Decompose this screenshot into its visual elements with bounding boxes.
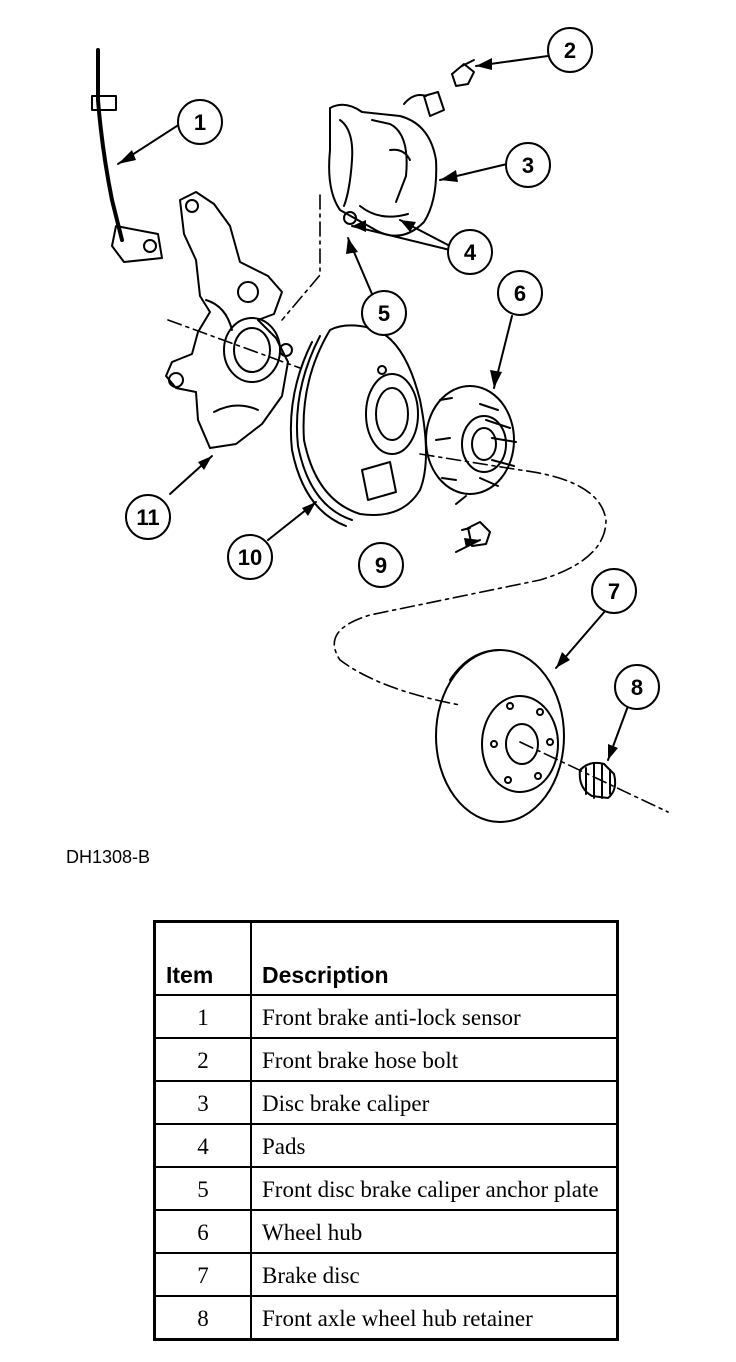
callout-circle-8: [614, 664, 660, 710]
hose-fitting-part: [403, 91, 445, 117]
callout-circle-10: [227, 534, 273, 580]
table-row: 6 Wheel hub: [153, 1209, 619, 1254]
row-item: 4: [153, 1123, 252, 1168]
callout-6: 6: [514, 281, 526, 306]
row-description: Front axle wheel hub retainer: [250, 1295, 619, 1341]
callout-2: 2: [564, 38, 576, 63]
row-item: 6: [153, 1209, 252, 1254]
callout-bubbles: [125, 27, 660, 710]
wheel-hub-part: [425, 385, 517, 505]
row-item: 5: [153, 1166, 252, 1211]
table-header-row: Item Description: [153, 920, 619, 996]
row-item: 8: [153, 1295, 252, 1341]
callout-4: 4: [464, 240, 477, 265]
figure-code: DH1308-B: [66, 847, 151, 867]
hose-bolt-part: [451, 59, 475, 87]
brake-disc-part: [435, 649, 565, 823]
table-row: 4 Pads: [153, 1123, 619, 1168]
row-description: Pads: [250, 1123, 619, 1168]
callout-11: 11: [136, 505, 159, 530]
callout-3: 3: [522, 153, 534, 178]
callout-circle-11: [125, 494, 171, 540]
callout-arrowheads: [118, 58, 618, 760]
table-row: 8 Front axle wheel hub retainer: [153, 1295, 619, 1341]
callout-10: 10: [238, 545, 262, 570]
callout-7: 7: [608, 579, 620, 604]
hub-retainer-part: [578, 761, 617, 799]
callout-circle-4: [447, 229, 493, 275]
callout-1: 1: [194, 110, 206, 135]
table-row: 1 Front brake anti-lock sensor: [153, 994, 619, 1039]
callout-5: 5: [378, 301, 390, 326]
row-description: Wheel hub: [250, 1209, 619, 1254]
callout-leaders: [117, 55, 629, 761]
row-description: Front disc brake caliper anchor plate: [250, 1166, 619, 1211]
caliper-part: [328, 103, 438, 237]
row-description: Front brake hose bolt: [250, 1037, 619, 1082]
callout-8: 8: [631, 675, 643, 700]
callout-circle-6: [497, 270, 543, 316]
row-item: 1: [153, 994, 252, 1039]
row-item: 7: [153, 1252, 252, 1297]
header-description: Description: [250, 920, 619, 996]
callout-circle-7: [591, 568, 637, 614]
table-row: 7 Brake disc: [153, 1252, 619, 1297]
assembly-centerline: [167, 194, 669, 813]
table-row: 2 Front brake hose bolt: [153, 1037, 619, 1082]
table-row: 3 Disc brake caliper: [153, 1080, 619, 1125]
splash-shield-part: [289, 324, 427, 527]
parts-table: Item Description 1 Front brake anti-lock…: [153, 920, 619, 1341]
callout-circle-5: [361, 290, 407, 336]
callout-circle-2: [547, 27, 593, 73]
row-description: Brake disc: [250, 1252, 619, 1297]
callout-circle-1: [177, 99, 223, 145]
knuckle-part: [165, 191, 293, 449]
table-row: 5 Front disc brake caliper anchor plate: [153, 1166, 619, 1211]
row-description: Disc brake caliper: [250, 1080, 619, 1125]
row-item: 2: [153, 1037, 252, 1082]
callout-circle-9: [358, 542, 404, 588]
callout-9: 9: [375, 553, 387, 578]
header-item: Item: [153, 920, 252, 996]
abs-sensor-part: [91, 48, 163, 263]
row-item: 3: [153, 1080, 252, 1125]
callout-circle-3: [505, 142, 551, 188]
exploded-view-diagram: 1 2 3 4 5 6 7 8 9 10 11: [91, 27, 669, 823]
row-description: Front brake anti-lock sensor: [250, 994, 619, 1039]
